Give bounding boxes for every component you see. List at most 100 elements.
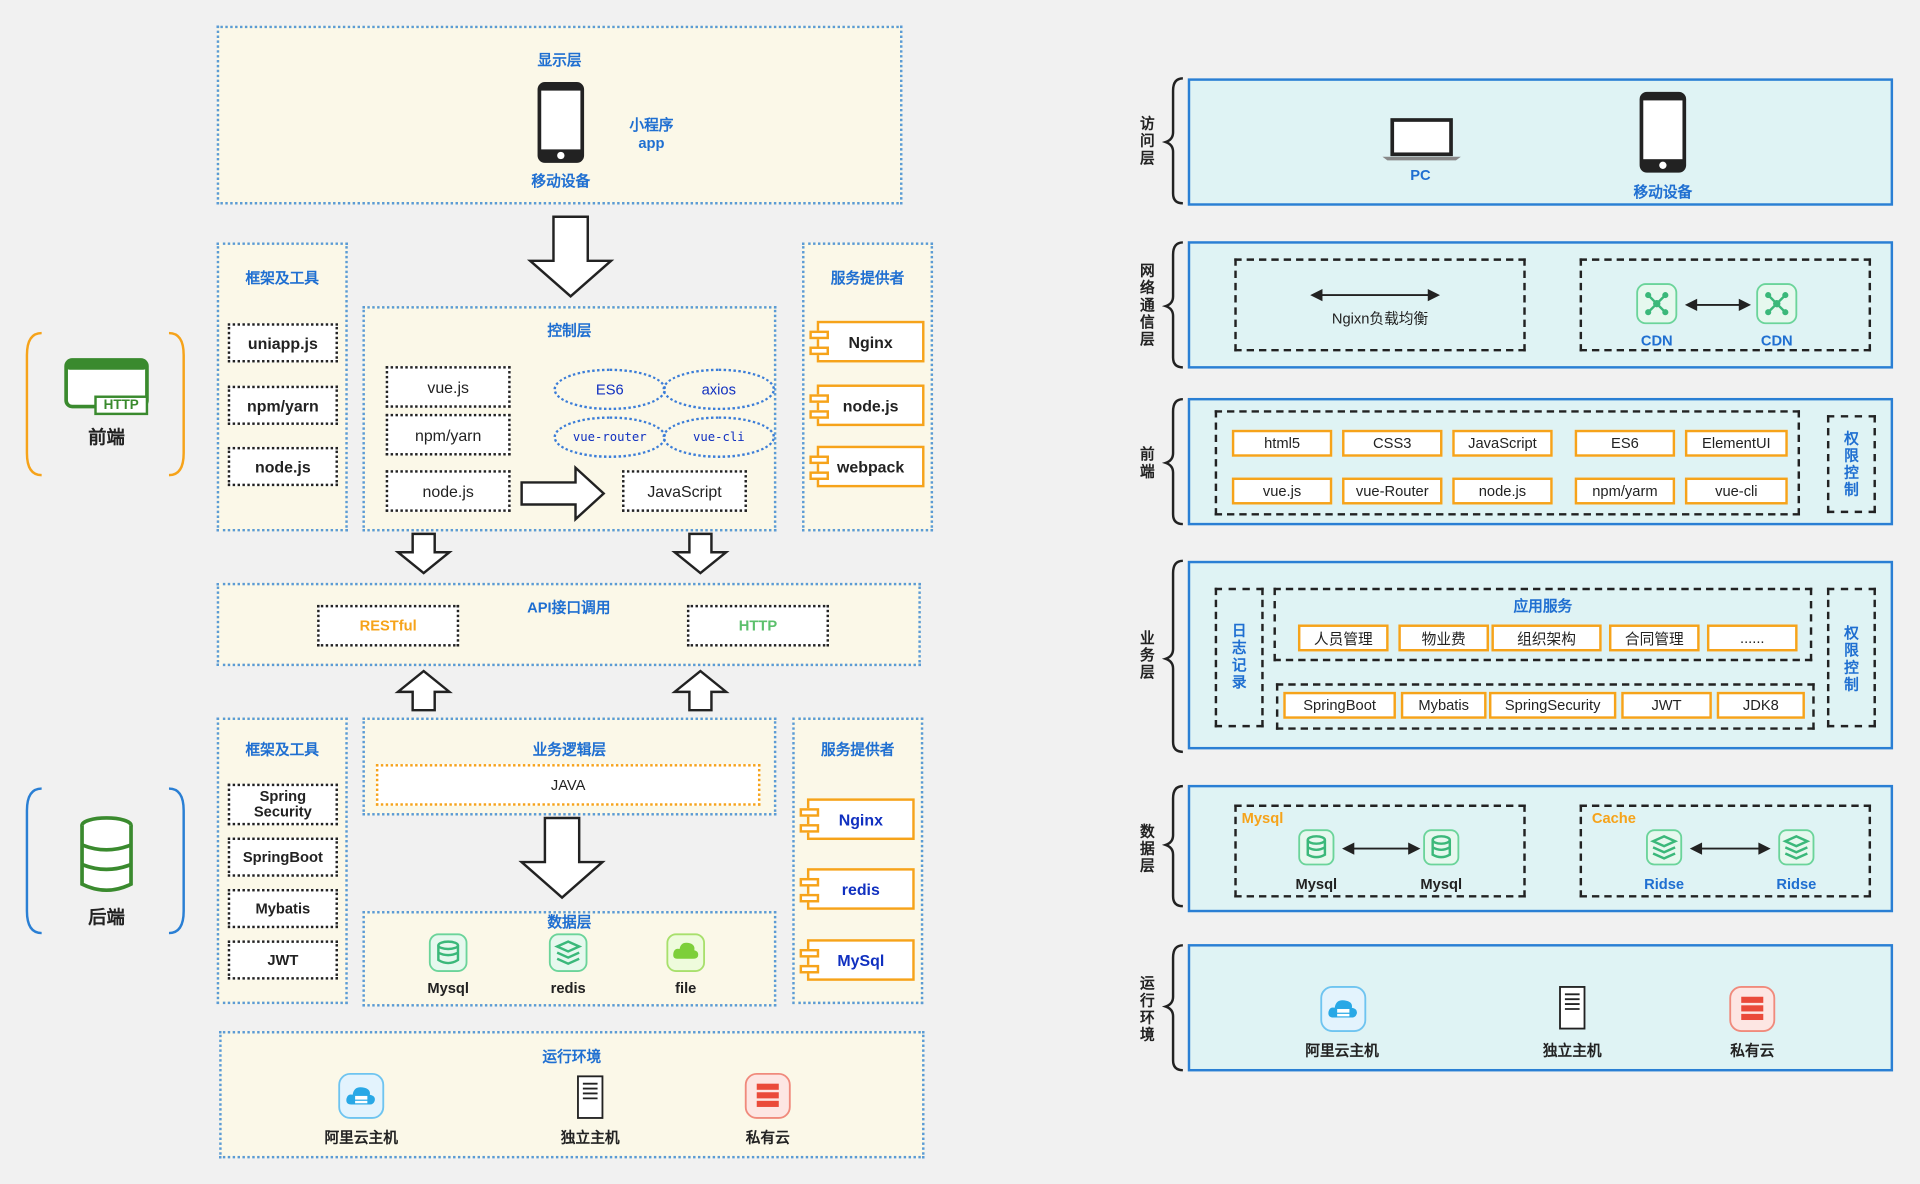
service-org: 组织架构: [1491, 624, 1602, 652]
display-layer-title: 显示层: [537, 51, 582, 69]
backend-bracket: [24, 786, 186, 935]
tech-jwt: JWT: [1621, 691, 1712, 719]
log-group: 日志记录: [1214, 587, 1264, 728]
fe-tech-javascript: JavaScript: [1452, 429, 1553, 457]
mobile-device-label: 移动设备: [531, 172, 591, 190]
frontend-label: 前端: [88, 427, 125, 449]
fe-tech-css3: CSS3: [1342, 429, 1443, 457]
be-tool-spring-security: Spring Security: [227, 783, 338, 826]
fe-tech-vue-cli: vue-cli: [1684, 477, 1788, 505]
service-property-fee: 物业费: [1398, 624, 1489, 652]
fe-tools-title: 框架及工具: [245, 269, 319, 287]
mysql-db-icon: [428, 933, 468, 972]
frontend-bracket: [24, 331, 186, 478]
service-personnel: 人员管理: [1297, 624, 1389, 652]
database-icon: [78, 816, 134, 894]
control-layer-title: 控制层: [547, 322, 592, 340]
mysql-label-2: Mysql: [1420, 875, 1463, 893]
oval-axios: axios: [662, 368, 776, 411]
cdn-label-1: CDN: [1640, 331, 1673, 349]
biz-auth-label: 权限控制: [1844, 624, 1859, 694]
fe-tech-nodejs: node.js: [1452, 477, 1553, 505]
file-cloud-icon: [666, 933, 706, 972]
frontend-bracket-shape: [25, 331, 185, 477]
tech-jdk8: JDK8: [1716, 691, 1805, 719]
runtime-right-server: 独立主机: [1542, 1042, 1602, 1060]
runtime-right-private: 私有云: [1730, 1042, 1775, 1060]
be-provider-mysql: MySql: [799, 939, 915, 981]
network-layer-panel: Ngixn负载均衡 CDN CDN: [1187, 241, 1894, 369]
cdn-double-arrow: [1684, 298, 1752, 312]
http-badge: HTTP: [103, 397, 139, 413]
redis-icon: [548, 933, 588, 972]
backend-label: 后端: [88, 907, 125, 929]
frontend-tech-group: html5 CSS3 JavaScript ES6 ElementUI vue.…: [1214, 410, 1801, 516]
be-tools-title: 框架及工具: [245, 740, 319, 758]
laptop-icon: [1382, 118, 1461, 161]
data-mysql-label: Mysql: [427, 979, 469, 997]
api-layer-title: API接口调用: [527, 598, 611, 616]
data-layer-label: 数据层: [1139, 822, 1155, 875]
runtime-panel-left: 运行环境 阿里云主机 独立主机 私有云: [219, 1031, 925, 1159]
fe-tech-elementui: ElementUI: [1684, 429, 1788, 457]
fe-tool-npm: npm/yarn: [227, 385, 338, 425]
control-box-javascript: JavaScript: [622, 470, 747, 512]
fe-provider-webpack-label: webpack: [836, 457, 905, 476]
mysql-group-title: Mysql: [1241, 809, 1284, 827]
data-layer-title: 数据层: [547, 913, 592, 931]
fe-provider-nginx-label: Nginx: [848, 332, 893, 351]
mysql-label-1: Mysql: [1295, 875, 1338, 893]
app-service-title: 应用服务: [1513, 597, 1573, 615]
java-box: JAVA: [375, 764, 761, 806]
fe-tech-html5: html5: [1231, 429, 1333, 457]
cdn-icon-1: [1636, 283, 1678, 325]
control-box-node: node.js: [385, 470, 511, 512]
be-tool-mybatis: Mybatis: [227, 888, 338, 929]
runtime-layer-panel-right: 阿里云主机 独立主机 私有云: [1187, 944, 1894, 1072]
private-cloud-icon-right: [1729, 986, 1776, 1032]
down-arrow-small-right: [671, 532, 730, 575]
be-providers-panel: 服务提供者 Nginx redis MySql: [792, 717, 924, 1005]
control-box-npm: npm/yarn: [385, 413, 511, 456]
fe-tool-node: node.js: [227, 446, 338, 487]
fe-auth-label: 权限控制: [1844, 429, 1859, 499]
control-box-vue: vue.js: [385, 366, 511, 408]
runtime-layer-label: 运行环境: [1139, 974, 1155, 1044]
nginx-balance-label: Ngixn负载均衡: [1331, 309, 1429, 327]
app-label: app: [638, 134, 665, 152]
runtime-left-server: 独立主机: [560, 1128, 620, 1147]
mysql-icon-2: [1423, 829, 1460, 866]
up-arrow-small-right: [671, 669, 730, 712]
app-service-group: 应用服务 人员管理 物业费 组织架构 合同管理 ......: [1273, 587, 1813, 662]
ridse-label-2: Ridse: [1776, 875, 1817, 893]
ridse-label-1: Ridse: [1644, 875, 1685, 893]
mysql-group: Mysql Mysql Mysql: [1234, 804, 1526, 898]
api-layer-panel: API接口调用 RESTful HTTP: [216, 582, 921, 667]
mobile-icon-right: [1639, 91, 1687, 173]
fe-tool-uniapp: uniapp.js: [227, 323, 338, 363]
mini-program-label: 小程序: [629, 116, 674, 134]
cdn-group: CDN CDN: [1579, 258, 1872, 352]
mobile-label-right: 移动设备: [1633, 183, 1693, 201]
backend-bracket-shape: [25, 787, 185, 935]
ridse-icon-2: [1778, 829, 1815, 866]
fe-tools-panel: 框架及工具 uniapp.js npm/yarn node.js: [216, 242, 348, 532]
runtime-left-private: 私有云: [745, 1128, 790, 1147]
runtime-left-aliyun: 阿里云主机: [324, 1128, 398, 1147]
down-arrow-small-left: [394, 532, 453, 575]
control-layer-panel: 控制层 vue.js npm/yarn node.js ES6 axios vu…: [362, 306, 777, 532]
be-tool-jwt: JWT: [227, 940, 338, 980]
biz-auth-group: 权限控制: [1826, 587, 1876, 728]
aliyun-icon-right: [1320, 986, 1367, 1032]
right-arrow: [520, 464, 606, 522]
fe-auth-group: 权限控制: [1826, 415, 1876, 514]
runtime-right-aliyun: 阿里云主机: [1305, 1042, 1379, 1060]
be-providers-title: 服务提供者: [821, 740, 895, 758]
oval-vue-cli: vue-cli: [662, 416, 776, 458]
be-tools-panel: 框架及工具 Spring Security SpringBoot Mybatis…: [216, 717, 348, 1005]
data-redis-label: redis: [550, 979, 586, 997]
access-layer-panel: PC 移动设备: [1187, 78, 1894, 206]
log-label: 日志记录: [1231, 622, 1247, 691]
cache-group-title: Cache: [1591, 809, 1636, 827]
ridse-icon-1: [1646, 829, 1683, 866]
